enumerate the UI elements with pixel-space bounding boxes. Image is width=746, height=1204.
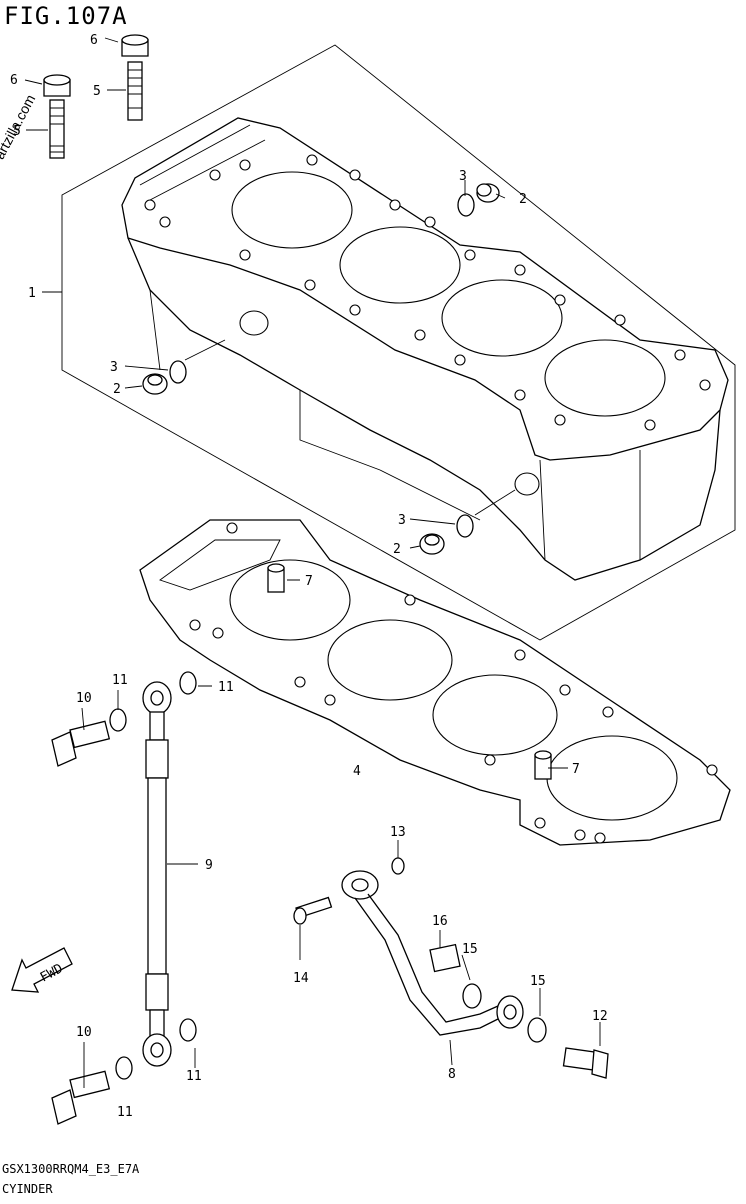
- plug-lower: [419, 533, 445, 555]
- callout-10-lower: 10: [76, 1025, 92, 1040]
- callout-3-upper: 3: [459, 169, 467, 184]
- dowel-pin-upper: [267, 563, 285, 593]
- cap-16: [429, 943, 461, 973]
- cylinder-block: [121, 117, 729, 581]
- stud-bolt-right: [127, 61, 143, 121]
- callout-15-right: 15: [530, 974, 546, 989]
- diagram-caption: CYINDER: [2, 1182, 53, 1196]
- gasket-washer-lower-left: [115, 1056, 133, 1080]
- callout-9: 9: [205, 858, 213, 873]
- o-ring-left: [169, 360, 187, 384]
- plug-left: [142, 373, 168, 395]
- callout-3-left: 3: [110, 360, 118, 375]
- callout-6-right: 6: [90, 33, 98, 48]
- callout-10-upper: 10: [76, 691, 92, 706]
- bolt-14: [293, 896, 333, 925]
- o-ring-upper: [457, 193, 475, 217]
- callout-11-lower-left: 11: [117, 1105, 133, 1120]
- callout-8: 8: [448, 1067, 456, 1082]
- fwd-arrow: [11, 947, 73, 993]
- o-ring-lower: [456, 514, 474, 538]
- stud-bolt-left: [49, 99, 65, 159]
- callout-14: 14: [293, 971, 309, 986]
- callout-7-upper: 7: [305, 574, 313, 589]
- callout-3-lower: 3: [398, 513, 406, 528]
- o-ring-13: [391, 857, 405, 875]
- callout-15-left: 15: [462, 942, 478, 957]
- callout-11-lower-right: 11: [186, 1069, 202, 1084]
- gasket-washer-upper-left: [109, 708, 127, 732]
- callout-6-left: 6: [10, 73, 18, 88]
- gasket-washer-lower-right: [179, 1018, 197, 1042]
- callout-4: 4: [353, 764, 361, 779]
- callout-5-left: 5: [13, 124, 21, 139]
- callout-1: 1: [28, 286, 36, 301]
- callout-7-lower: 7: [572, 762, 580, 777]
- callout-16: 16: [432, 914, 448, 929]
- figure-title: FIG.107A: [4, 2, 128, 30]
- callout-2-upper: 2: [519, 192, 527, 207]
- callout-5-right: 5: [93, 84, 101, 99]
- union-bolt-12: [562, 1047, 609, 1079]
- flange-nut-right: [121, 34, 149, 57]
- cylinder-group-frame: [61, 44, 736, 641]
- gasket-washer-15-left: [462, 983, 482, 1009]
- callout-13: 13: [390, 825, 406, 840]
- callout-11-upper-right: 11: [218, 680, 234, 695]
- callout-2-lower: 2: [393, 542, 401, 557]
- oil-hose: [142, 681, 172, 1067]
- flange-nut-left: [43, 74, 71, 97]
- callout-12: 12: [592, 1009, 608, 1024]
- callout-2-left: 2: [113, 382, 121, 397]
- union-bolt-lower: [51, 1070, 111, 1125]
- dowel-pin-lower: [534, 750, 552, 780]
- union-bolt-upper: [51, 720, 111, 767]
- callout-labels: 1 2 2 2 3 3 3 4 5 5 6 6 7 7 8 9 10 10 11…: [10, 33, 608, 1120]
- oil-pipe: [341, 870, 524, 1036]
- callout-11-upper-left: 11: [112, 673, 128, 688]
- model-code: GSX1300RRQM4_E3_E7A: [2, 1162, 140, 1176]
- gasket-washer-upper-right: [179, 671, 197, 695]
- gasket-washer-15-right: [527, 1017, 547, 1043]
- plug-upper: [476, 183, 500, 203]
